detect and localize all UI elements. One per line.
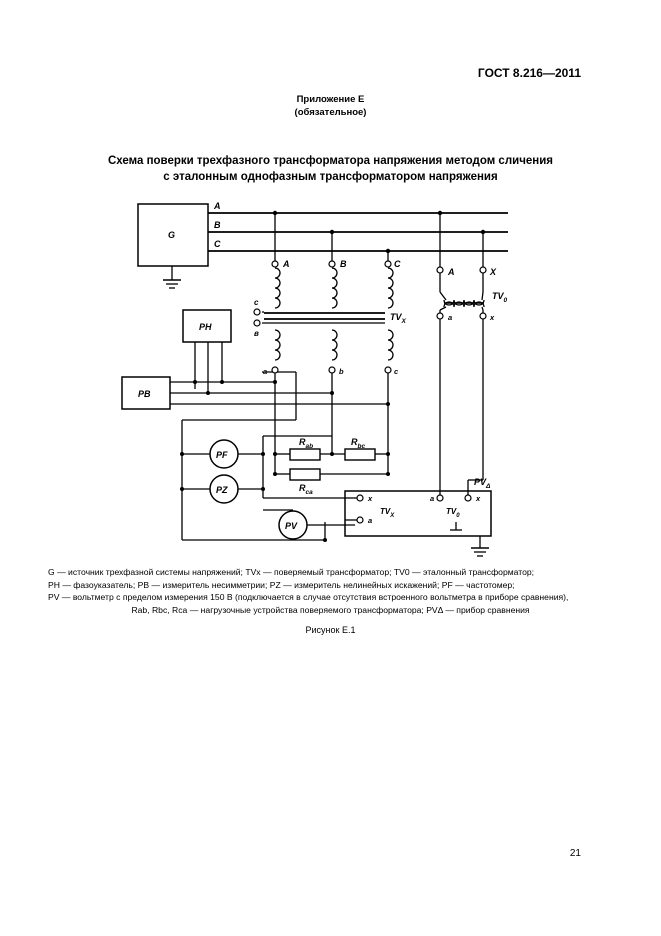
delta-label-b: в [254, 329, 259, 338]
ph-box [182, 309, 232, 343]
tvx-sec-b: b [339, 367, 344, 376]
pv-delta-label: PVΔ [474, 477, 491, 490]
source-g-box [137, 203, 209, 267]
r-ab-resistor [289, 448, 321, 461]
delta-label-c: с [254, 298, 259, 307]
tv0-term-x2: x [489, 313, 495, 322]
ph-label: PH [199, 322, 212, 332]
r-bc-resistor [344, 448, 376, 461]
tv0-term-a2: a [448, 313, 452, 322]
tv0-label: TV0 [492, 291, 508, 304]
tvx-term-c: C [394, 259, 401, 269]
standard-header: ГОСТ 8.216—2011 [477, 66, 581, 80]
cmp-term-x2: x [475, 494, 481, 503]
appendix-status: (обязательное) [294, 107, 367, 118]
caption-line-1: G — источник трехфазной системы напряжен… [48, 567, 535, 577]
figure-title-line1: Схема поверки трехфазного трансформатора… [107, 155, 554, 167]
pv-label: PV [285, 521, 298, 531]
cmp-tvx-label: TVX [380, 507, 395, 519]
caption-line-2: PH — фазоуказатель; PB — измеритель неси… [48, 579, 515, 590]
pb-label: PB [138, 389, 151, 399]
r-ab-label: Rab [299, 437, 313, 450]
tvx-term-a: A [282, 259, 290, 269]
bus-label-b: B [214, 220, 221, 230]
tvx-label: TVX [390, 312, 407, 325]
figure-caption: G — источник трехфазной системы напряжен… [48, 566, 613, 616]
caption-line-4: Rab, Rbc, Rca — нагрузочные устройства п… [131, 604, 530, 615]
page-number: 21 [569, 848, 581, 859]
appendix-title: Приложение Е [296, 94, 365, 105]
r-bc-label: Rbc [351, 437, 365, 450]
figure-label: Рисунок Е.1 [305, 625, 356, 635]
comparator-box [344, 490, 492, 537]
figure-title-line2: с эталонным однофазным трансформатором н… [163, 171, 498, 183]
pz-label: PZ [216, 485, 228, 495]
tv0-term-a: A [447, 267, 455, 277]
tvx-term-b: B [340, 259, 347, 269]
cmp-term-a: a [368, 516, 372, 525]
bus-label-a: A [213, 201, 221, 211]
cmp-term-a2: a [430, 494, 434, 503]
cmp-tv0-label: TV0 [446, 507, 460, 519]
bus-label-c: C [214, 239, 221, 249]
source-label: G [168, 230, 175, 240]
tvx-sec-a: a [263, 367, 267, 376]
r-ca-resistor [289, 468, 321, 481]
cmp-term-x: x [367, 494, 373, 503]
tv0-term-x: X [489, 267, 497, 277]
r-ca-label: Rca [299, 483, 313, 496]
caption-line-3: PV — вольтметр с пределом измерения 150 … [48, 592, 569, 602]
tvx-sec-c: c [394, 367, 399, 376]
pf-label: PF [216, 450, 228, 460]
